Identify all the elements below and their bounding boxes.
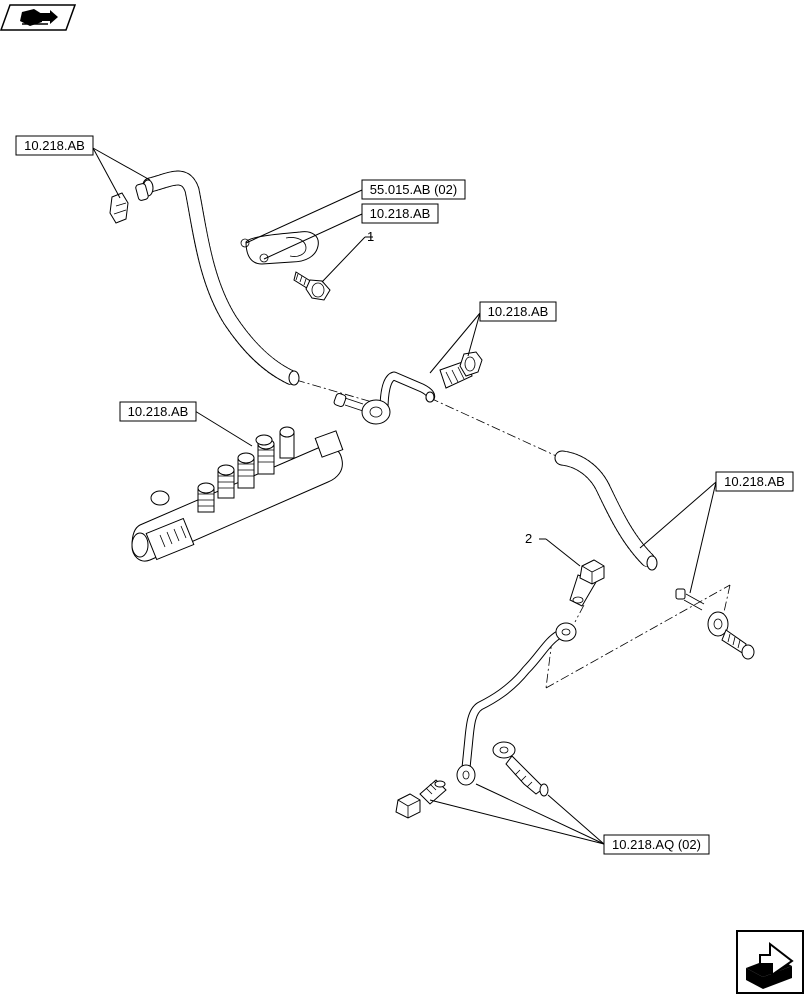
fuel-hose-lower[interactable]: [554, 450, 658, 571]
hollow-screw-center[interactable]: [439, 351, 483, 389]
centerlines: [295, 379, 731, 689]
hollow-bolt-lower[interactable]: [395, 779, 447, 819]
ref-label-clip-2[interactable]: 10.218.AB: [361, 203, 439, 224]
ref-text: 10.218.AQ (02): [612, 837, 701, 852]
book-arrow-icon[interactable]: [0, 4, 77, 31]
ref-label-clip[interactable]: 55.015.AB (02): [361, 179, 466, 200]
hose-clip[interactable]: [240, 231, 319, 265]
ref-label-top-left[interactable]: 10.218.AB: [15, 135, 94, 156]
ref-label-right[interactable]: 10.218.AB: [715, 471, 794, 492]
ref-text: 10.218.AB: [128, 404, 189, 419]
ref-text: 55.015.AB (02): [370, 182, 457, 197]
ref-text: 10.218.AB: [724, 474, 785, 489]
injection-pipe-lower[interactable]: [456, 622, 577, 786]
leader-lines: [92, 147, 717, 845]
ref-label-center[interactable]: 10.218.AB: [479, 301, 557, 322]
ref-label-bottom[interactable]: 10.218.AQ (02): [603, 834, 710, 855]
hollow-bolt-item-2[interactable]: [569, 559, 605, 607]
ref-text: 10.218.AB: [24, 138, 85, 153]
next-page-arrow-icon[interactable]: [736, 930, 804, 994]
fuel-rail[interactable]: [131, 426, 344, 562]
ref-text: 10.218.AB: [488, 304, 549, 319]
ref-label-rail[interactable]: 10.218.AB: [119, 401, 197, 422]
ref-text: 10.218.AB: [370, 206, 431, 221]
banjo-fitting-right[interactable]: [675, 588, 755, 660]
fuel-hose-upper[interactable]: [109, 170, 300, 386]
callout-number-1: 1: [367, 229, 374, 244]
callout-number-2: 2: [525, 531, 532, 546]
banjo-fitting-lower[interactable]: [492, 741, 549, 797]
bolt-item-1[interactable]: [293, 271, 331, 301]
banjo-fitting-center[interactable]: [333, 371, 436, 425]
